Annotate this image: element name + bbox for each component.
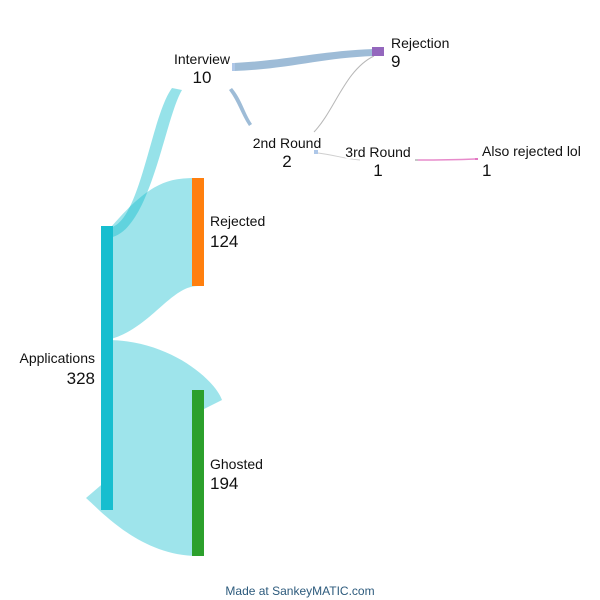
node-interview-bar [232, 63, 235, 71]
label-3rd-round-name: 3rd Round [345, 144, 410, 160]
flow-interview-to-rejection [234, 49, 374, 71]
label-also-rejected-name: Also rejected lol [482, 143, 581, 159]
flows-layer [86, 49, 476, 556]
node-rejected-bar [192, 178, 204, 286]
label-also-rejected-value: 1 [482, 161, 491, 180]
node-ghosted-bar [192, 390, 204, 556]
flow-applications-to-rejected [107, 178, 198, 340]
nodes-layer [101, 47, 478, 556]
node-2nd-round-bar [314, 150, 318, 154]
flow-2nd-round-to-rejection [313, 55, 375, 133]
label-rejection-name: Rejection [391, 35, 449, 51]
flow-applications-to-ghosted [86, 340, 222, 556]
label-3rd-round-value: 1 [373, 161, 382, 180]
label-2nd-round-name: 2nd Round [253, 135, 322, 151]
flow-3rd-round-to-also-rejected [417, 158, 476, 161]
label-interview-value: 10 [193, 68, 212, 87]
label-ghosted-value: 194 [210, 474, 238, 493]
label-interview-name: Interview [174, 51, 231, 67]
node-rejection-bar [372, 47, 384, 56]
flow-2nd-round-to-3rd-round [317, 152, 361, 161]
flow-interview-to-2nd-round [229, 88, 252, 126]
node-3rd-round-bar [415, 159, 418, 161]
label-2nd-round-value: 2 [282, 152, 291, 171]
label-applications-value: 328 [67, 369, 95, 388]
flow-applications-to-interview [107, 88, 182, 238]
label-rejected-name: Rejected [210, 213, 265, 229]
label-ghosted-name: Ghosted [210, 456, 263, 472]
footer-credit-link[interactable]: Made at SankeyMATIC.com [225, 584, 374, 598]
label-applications-name: Applications [20, 350, 96, 366]
node-applications-bar [101, 226, 113, 510]
label-rejected-value: 124 [210, 232, 238, 251]
labels-layer: Applications 328 Rejected 124 Ghosted 19… [18, 35, 581, 493]
node-also-rejected-bar [475, 158, 478, 160]
label-rejection-value: 9 [391, 52, 400, 71]
